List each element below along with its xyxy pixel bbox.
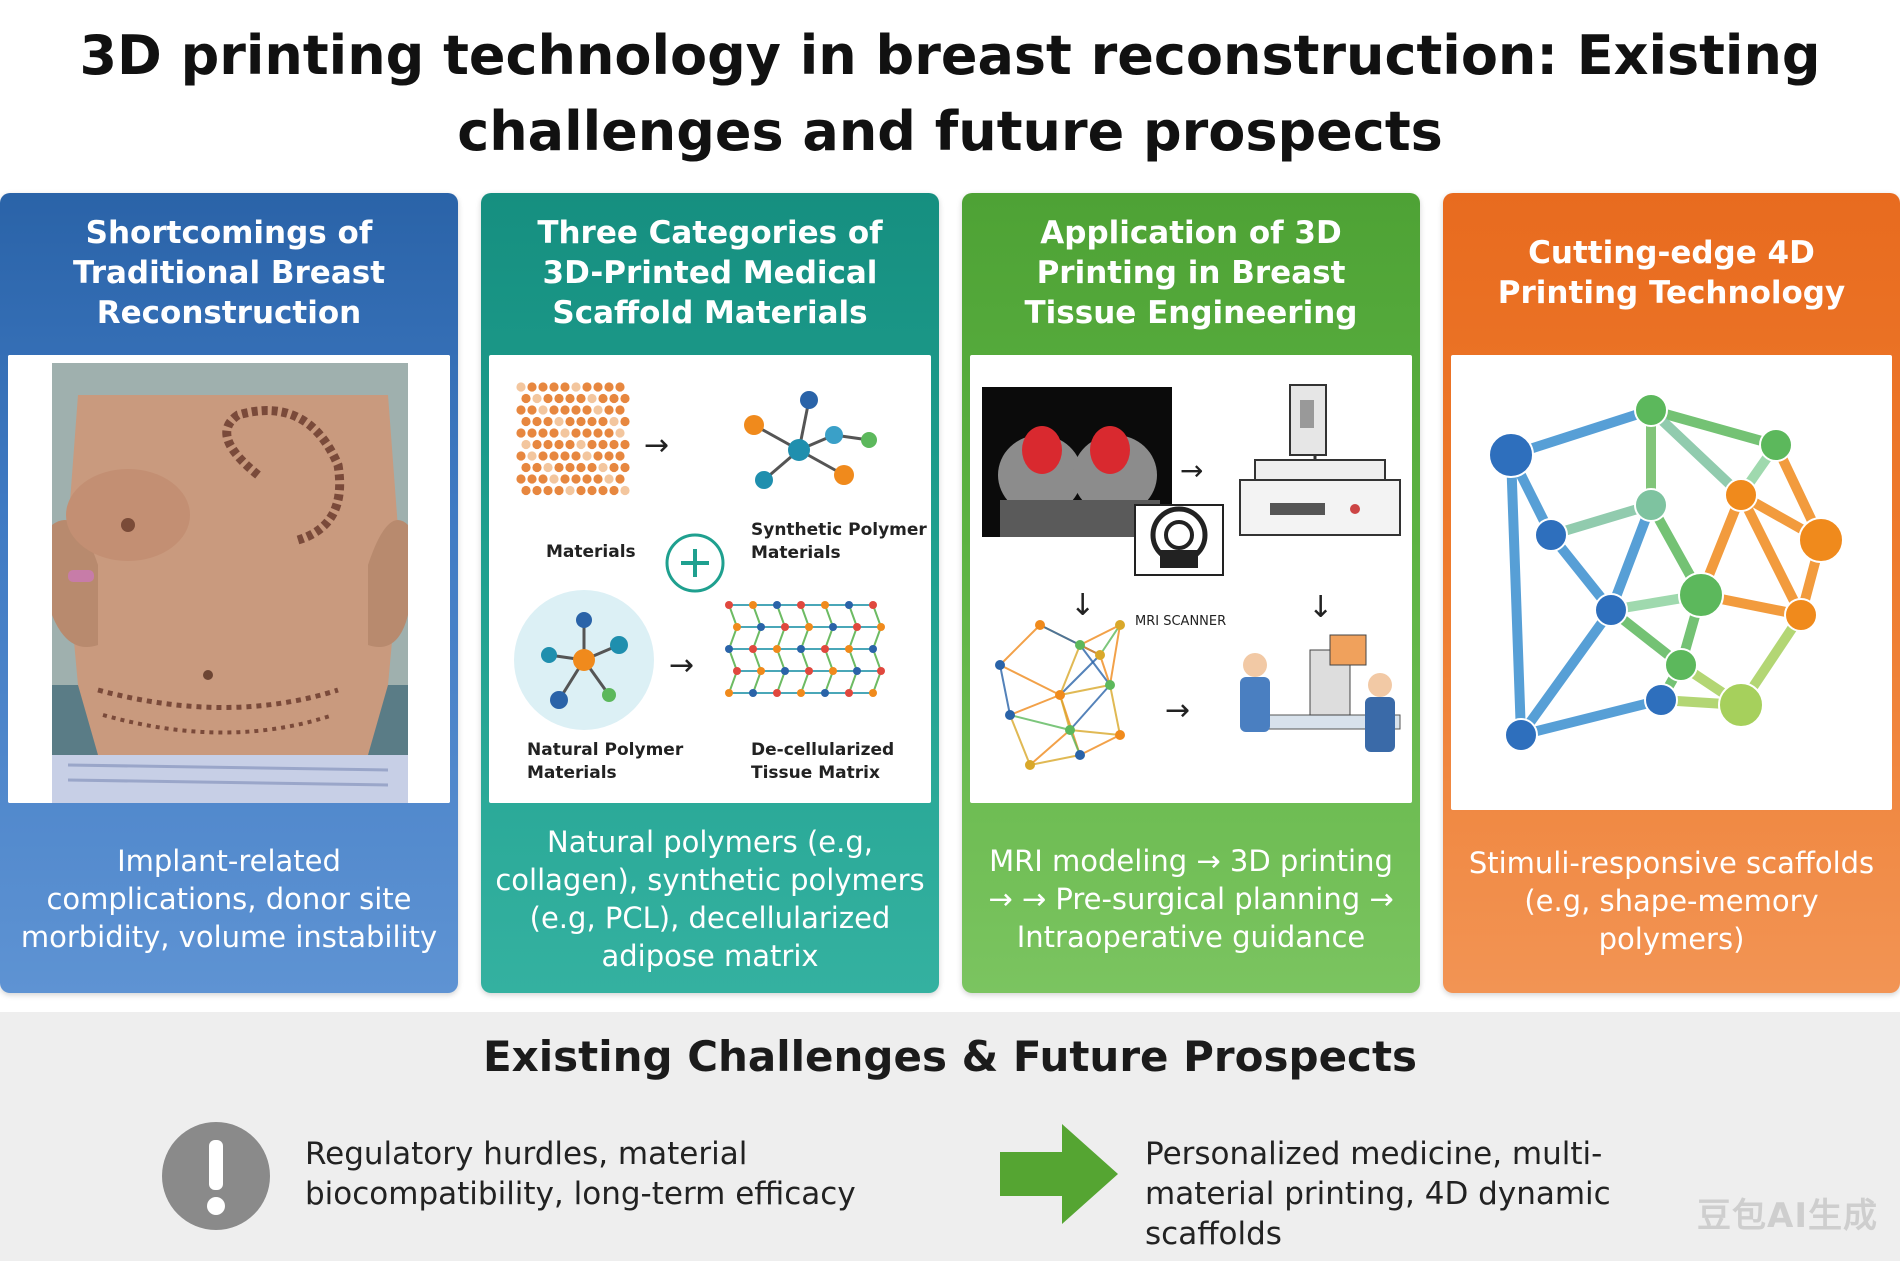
synthetic-molecule-icon <box>753 399 870 482</box>
lattice-icon <box>995 620 1125 770</box>
column-heading: Three Categories of 3D-Printed Medical S… <box>537 215 883 331</box>
label-synthetic-line1: Synthetic Polymer <box>751 520 927 540</box>
column-4d-printing: Cutting-edge 4D Printing Technology Stim… <box>1443 193 1900 993</box>
materials-diagram: → <box>489 355 931 803</box>
column-traditional-shortcomings: Shortcomings of Traditional Breast Recon… <box>0 193 458 993</box>
particle-material-icon <box>516 382 630 496</box>
column-tissue-engineering: Application of 3D Printing in Breast Tis… <box>962 193 1420 993</box>
column-heading: Cutting-edge 4D Printing Technology <box>1497 235 1846 311</box>
title-line-2: challenges and future prospects <box>457 100 1443 163</box>
svg-text:→: → <box>1180 454 1203 487</box>
patient-photo <box>8 355 450 803</box>
section-title: Existing Challenges & Future Prospects <box>482 1032 1418 1081</box>
svg-text:↓: ↓ <box>1070 588 1095 623</box>
column-heading: Application of 3D Printing in Breast Tis… <box>1024 215 1358 331</box>
warning-icon <box>162 1122 270 1230</box>
challenges-prospects-section: Existing Challenges & Future Prospects R… <box>0 1012 1900 1261</box>
label-decell-line1: De-cellularized <box>751 740 894 760</box>
column-footer: Stimuli-responsive scaffolds (e.g, shape… <box>1468 846 1875 956</box>
label-mri-scanner: MRI SCANNER <box>1135 614 1226 629</box>
column-scaffold-materials: Three Categories of 3D-Printed Medical S… <box>481 193 939 993</box>
svg-text:→: → <box>669 648 694 683</box>
printer-icon <box>1239 384 1401 536</box>
label-decell-line2: Tissue Matrix <box>751 763 880 783</box>
column-footer: Implant-related complications, donor sit… <box>20 844 438 954</box>
label-synthetic-line2: Materials <box>751 543 841 563</box>
arrow-right-icon <box>1000 1124 1118 1224</box>
workflow-diagram: MRI SCANNER → ↓ ↓ → <box>970 355 1412 803</box>
svg-text:↓: ↓ <box>1308 590 1333 625</box>
page-title: 3D printing technology in breast reconst… <box>0 18 1900 170</box>
mri-scanner-icon <box>1134 504 1224 576</box>
svg-text:→: → <box>1165 693 1190 728</box>
natural-molecule-icon <box>514 590 654 730</box>
challenges-text: Regulatory hurdles, material biocompatib… <box>305 1136 856 1212</box>
column-heading: Shortcomings of Traditional Breast Recon… <box>72 215 386 331</box>
label-natural-line2: Materials <box>527 763 617 783</box>
title-line-1: 3D printing technology in breast reconst… <box>79 24 1821 87</box>
label-natural-line1: Natural Polymer <box>527 740 684 760</box>
prospects-text: Personalized medicine, multi-material pr… <box>1145 1136 1611 1252</box>
patient-torso-illustration <box>8 355 450 803</box>
label-materials: Materials <box>546 542 636 562</box>
4d-lattice-illustration <box>1488 393 1844 752</box>
watermark: 豆包AI生成 <box>1697 1196 1878 1236</box>
workflow-illustration: MRI SCANNER → ↓ ↓ → <box>982 384 1401 770</box>
materials-illustration: → <box>514 382 927 783</box>
column-footer: Natural polymers (e.g, collagen), synthe… <box>495 825 925 973</box>
tissue-matrix-icon <box>725 601 885 697</box>
4d-lattice-panel <box>1451 355 1892 810</box>
plus-icon <box>665 533 725 593</box>
svg-text:→: → <box>644 428 669 463</box>
surgeons-icon <box>1240 634 1401 752</box>
column-footer: MRI modeling → 3D printing → → Pre-surgi… <box>988 844 1394 954</box>
